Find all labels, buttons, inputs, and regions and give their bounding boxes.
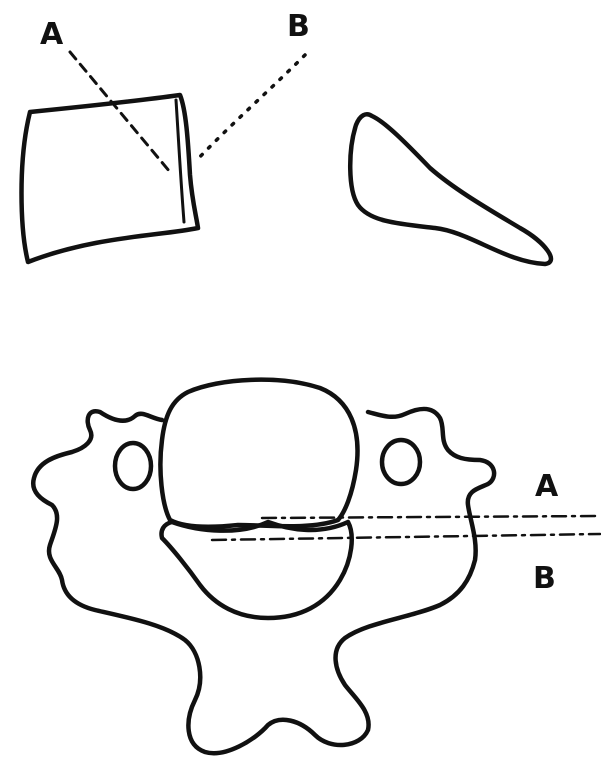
label-a-top: A xyxy=(40,17,64,52)
left-transverse-foramen xyxy=(115,443,151,489)
vertebral-body-outline xyxy=(22,95,199,262)
projection-line-a-top xyxy=(70,52,170,172)
vertebral-arch-outline xyxy=(161,522,351,618)
right-transverse-foramen xyxy=(382,440,420,484)
label-b-top: B xyxy=(287,9,310,44)
vertebral-body-lateral-view xyxy=(22,95,199,262)
projection-line-b-top xyxy=(195,55,305,162)
projection-line-b-right xyxy=(212,534,600,540)
label-b-right: B xyxy=(533,561,556,596)
projection-line-a-right xyxy=(262,516,598,518)
vertebral-body-end-plate-line xyxy=(176,100,184,222)
transverse-and-spinous-outline xyxy=(33,409,494,753)
vertebral-body-axial xyxy=(160,380,357,527)
vertebra-axial-view xyxy=(33,380,494,753)
articular-process-outline xyxy=(350,114,551,264)
label-a-right: A xyxy=(535,469,559,504)
